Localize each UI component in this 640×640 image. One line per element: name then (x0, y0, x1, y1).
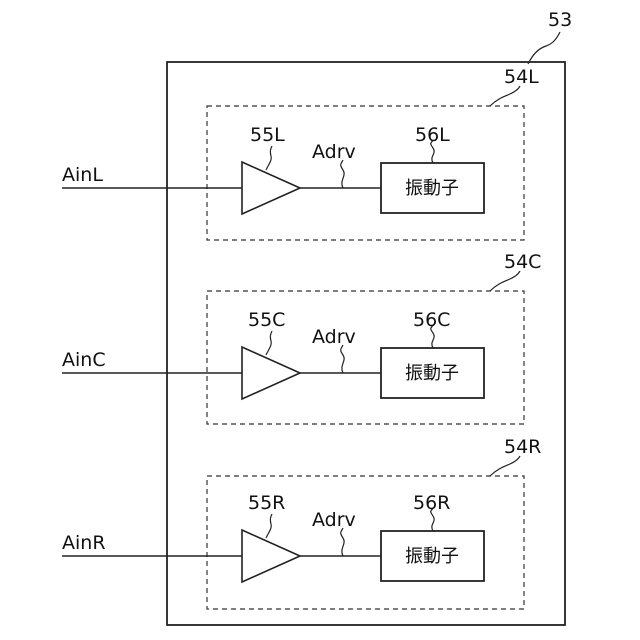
vibrator-label: 振動子 (405, 178, 459, 199)
device-ref-label: 53 (548, 9, 572, 31)
input-label: AinL (62, 164, 103, 186)
vibrator-ref-label: 56R (413, 492, 450, 514)
device-outer-box (167, 62, 565, 625)
vibrator-ref-label: 56L (415, 124, 450, 146)
unit-ref-label: 54C (504, 251, 541, 273)
input-label: AinC (62, 349, 106, 371)
unit-ref-label: 54R (504, 436, 541, 458)
vibrator-label: 振動子 (405, 546, 459, 567)
vibrator-label: 振動子 (405, 363, 459, 384)
amp-ref-label: 55C (248, 309, 285, 331)
input-label: AinR (62, 532, 106, 554)
drive-signal-label: Adrv (312, 141, 356, 163)
amp-ref-label: 55L (250, 124, 285, 146)
vibrator-ref-label: 56C (413, 309, 450, 331)
drive-signal-label: Adrv (312, 509, 356, 531)
drive-signal-label: Adrv (312, 326, 356, 348)
unit-ref-label: 54L (504, 66, 539, 88)
device-ref-leader (528, 32, 560, 64)
amp-ref-label: 55R (248, 492, 285, 514)
